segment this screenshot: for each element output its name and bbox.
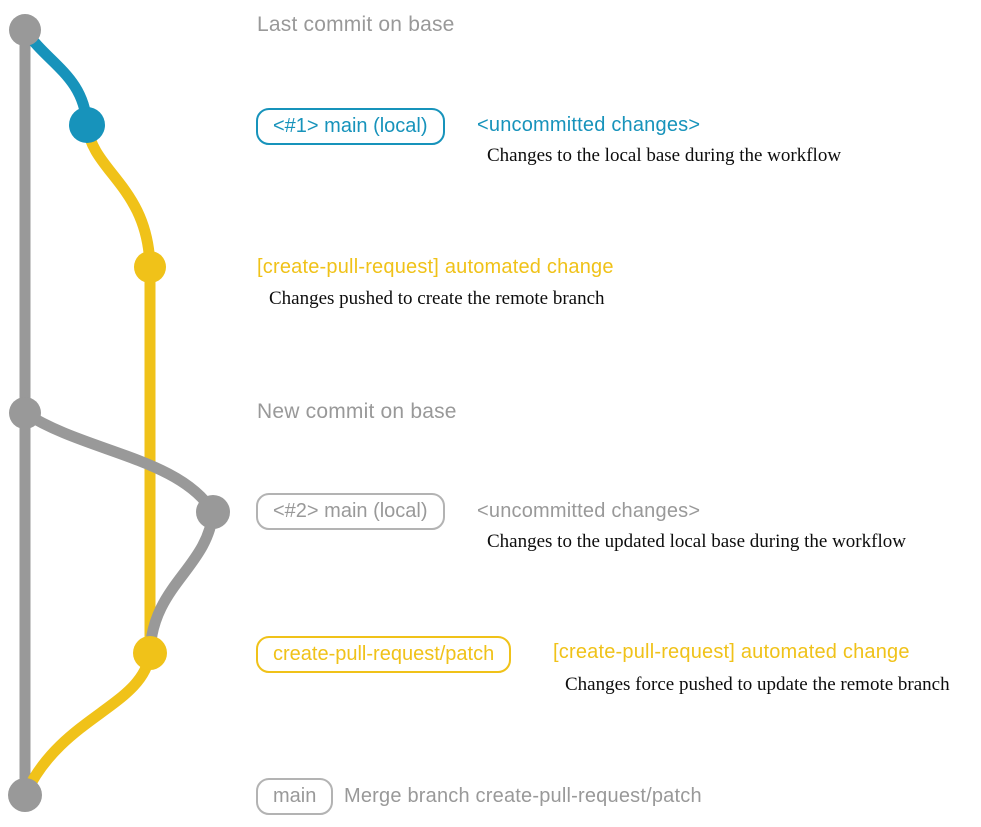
caption-pushed-create-branch: Changes pushed to create the remote bran… bbox=[269, 288, 605, 309]
note-uncommitted-changes-1: <uncommitted changes> bbox=[477, 114, 701, 136]
patch-branch-curve-1 bbox=[81, 119, 156, 273]
caption-local-base-changes: Changes to the local base during the wor… bbox=[487, 145, 842, 166]
commit-dot-merge bbox=[8, 778, 42, 812]
message-merge-branch: Merge branch create-pull-request/patch bbox=[344, 785, 702, 807]
badge-create-pull-request-patch: create-pull-request/patch bbox=[256, 636, 512, 673]
commit-dot-patch-2 bbox=[133, 636, 167, 670]
rebase-curve bbox=[144, 506, 219, 659]
commit-dot-local-main-1 bbox=[69, 107, 105, 143]
local-main-curve-2 bbox=[19, 407, 219, 518]
merge-curve bbox=[20, 647, 156, 799]
caption-updated-local-base-changes: Changes to the updated local base during… bbox=[487, 531, 906, 552]
commit-dot-local-main-2 bbox=[196, 495, 230, 529]
commit-dot-last-base bbox=[9, 14, 41, 46]
badge-main-local-1: <#1> main (local) bbox=[256, 108, 445, 145]
message-automated-change-2: [create-pull-request] automated change bbox=[553, 641, 910, 663]
label-new-commit-on-base: New commit on base bbox=[257, 400, 457, 423]
commit-dot-new-base bbox=[9, 397, 41, 429]
label-last-commit-on-base: Last commit on base bbox=[257, 13, 455, 36]
commit-dot-patch-1 bbox=[134, 251, 166, 283]
message-automated-change-1: [create-pull-request] automated change bbox=[257, 256, 614, 278]
badge-main-local-2: <#2> main (local) bbox=[256, 493, 445, 530]
caption-force-pushed-update-branch: Changes force pushed to update the remot… bbox=[565, 674, 950, 695]
badge-main: main bbox=[256, 778, 334, 815]
note-uncommitted-changes-2: <uncommitted changes> bbox=[477, 500, 701, 522]
